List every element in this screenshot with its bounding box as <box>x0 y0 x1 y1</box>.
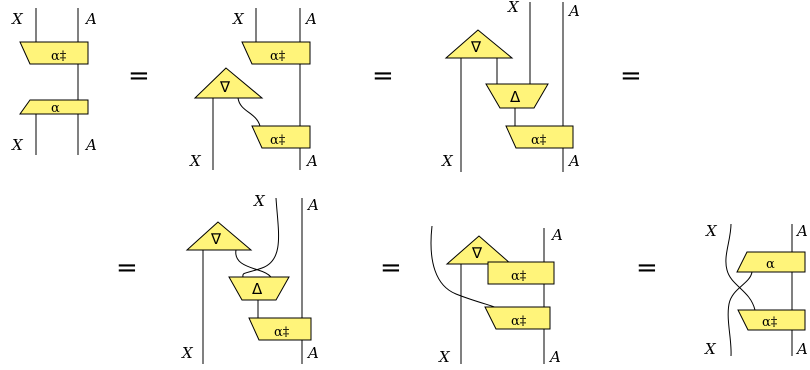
wire-label-a: A <box>84 10 97 28</box>
alpha-dagger-label: α‡ <box>511 314 527 329</box>
wire <box>430 225 501 310</box>
alpha-dagger-box <box>484 306 551 330</box>
wire-label-x: X <box>705 222 718 240</box>
diagram-6: X A α α‡ X A <box>704 222 808 358</box>
wire <box>242 197 280 278</box>
alpha-dagger-label: α‡ <box>270 49 286 64</box>
alpha-dagger-box <box>505 125 574 149</box>
wire-label-a: A <box>548 348 561 366</box>
nabla-label: ∇ <box>470 38 482 56</box>
wire-label-a: A <box>304 10 317 28</box>
wire-label-a: A <box>550 226 563 244</box>
equals-sign: = <box>636 253 658 283</box>
wire <box>727 271 753 357</box>
alpha-box <box>736 251 806 273</box>
alpha-dagger-box <box>251 125 311 149</box>
alpha-dagger-box <box>19 41 89 65</box>
alpha-dagger-label: α‡ <box>51 49 67 64</box>
delta-trapezoid <box>228 276 290 301</box>
alpha-dagger-label: α‡ <box>274 325 290 340</box>
wire-label-a: A <box>795 222 808 240</box>
wire-label-x: X <box>441 152 454 170</box>
alpha-dagger-label: α‡ <box>511 269 527 284</box>
nabla-triangle <box>193 67 264 99</box>
alpha-dagger-label: α‡ <box>762 315 778 330</box>
diagram-2: X A α‡ ∇ α‡ X A <box>189 8 318 170</box>
wire-label-x: X <box>189 152 202 170</box>
wire-label-x: X <box>11 10 24 28</box>
nabla-triangle <box>185 221 253 251</box>
alpha-dagger-box <box>737 309 806 331</box>
nabla-label: ∇ <box>219 78 231 96</box>
nabla-label: ∇ <box>210 230 222 248</box>
wire-label-a: A <box>306 344 319 362</box>
equals-sign: = <box>116 253 138 283</box>
wire-label-a: A <box>84 136 97 154</box>
wire-label-x: X <box>704 340 717 358</box>
wire-label-a: A <box>306 196 319 214</box>
wire <box>237 97 261 127</box>
wire-label-x: X <box>507 0 520 16</box>
equals-sign: = <box>620 61 642 91</box>
wire <box>235 249 272 278</box>
wire-label-a: A <box>795 340 808 358</box>
delta-trapezoid <box>485 83 549 109</box>
nabla-triangle <box>444 29 514 59</box>
wire-label-a: A <box>567 2 580 20</box>
alpha-dagger-box <box>241 41 311 65</box>
nabla-triangle <box>445 235 513 265</box>
equals-sign: = <box>380 253 402 283</box>
alpha-label: α <box>51 101 60 116</box>
diagram-3: X A ∇ Δ α‡ X A <box>441 0 580 172</box>
nabla-label: ∇ <box>471 244 483 262</box>
wire-label-x: X <box>438 348 451 366</box>
delta-label: Δ <box>510 88 521 106</box>
alpha-dagger-label: α‡ <box>270 133 286 148</box>
alpha-dagger-box <box>487 261 555 285</box>
wire-label-a: A <box>305 152 318 170</box>
wire <box>725 223 756 311</box>
alpha-box <box>19 99 89 115</box>
wire-label-x: X <box>253 192 266 210</box>
wire-label-x: X <box>232 10 245 28</box>
equals-sign: = <box>128 61 150 91</box>
diagram-4: X A ∇ Δ α‡ X A <box>181 192 319 364</box>
delta-label: Δ <box>252 280 263 298</box>
equals-sign: = <box>372 61 394 91</box>
diagram-1: X A α‡ α X A <box>11 8 97 155</box>
diagram-5: A ∇ α‡ α‡ X A <box>430 225 563 366</box>
wire-label-x: X <box>11 136 24 154</box>
wire-label-x: X <box>181 344 194 362</box>
alpha-dagger-label: α‡ <box>531 133 547 148</box>
wire-label-a: A <box>567 152 580 170</box>
alpha-label: α <box>766 257 775 272</box>
alpha-dagger-box <box>248 317 312 341</box>
